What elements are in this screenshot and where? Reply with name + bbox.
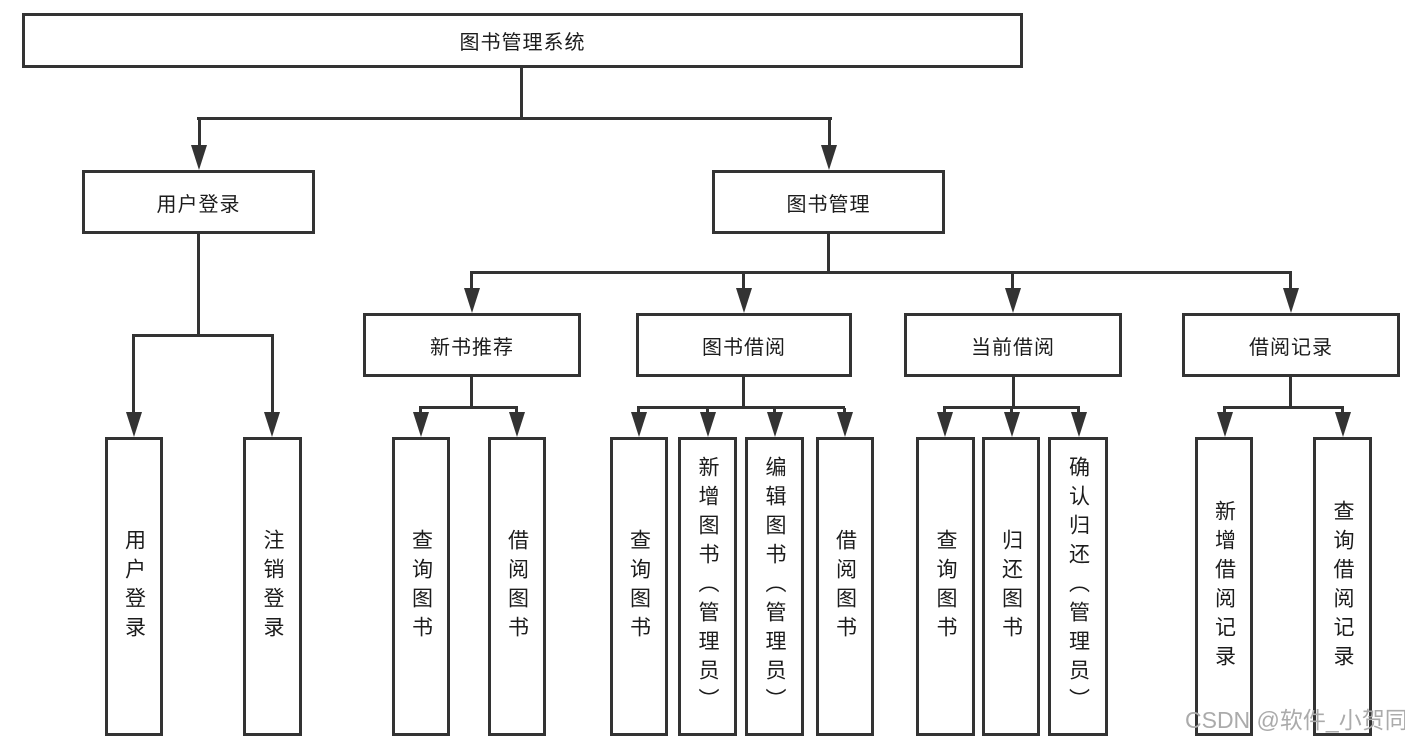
leaf-add-borrow-record-label: 新增借阅记录 <box>1212 499 1236 674</box>
leaf-confirm-return-admin-label: 确认归还（管理员） <box>1066 456 1090 717</box>
leaf-user-login: 用户登录 <box>105 437 163 736</box>
leaf-add-books-admin-label: 新增图书（管理员） <box>696 456 719 717</box>
arrow-down-icon <box>1005 288 1021 313</box>
arrow-down-icon <box>631 412 647 437</box>
connector-arrow-stem <box>470 273 473 290</box>
leaf-query-books-2-label: 查询图书 <box>627 528 651 645</box>
node-book-management-label: 图书管理 <box>786 193 871 216</box>
connector-level2-rail <box>470 271 1292 274</box>
arrow-down-icon <box>767 412 783 437</box>
leaf-query-books-3-label: 查询图书 <box>934 528 957 645</box>
node-book-management: 图书管理 <box>712 170 945 234</box>
leaf-query-books-1: 查询图书 <box>392 437 450 736</box>
connector-arrow-stem <box>1289 273 1292 290</box>
arrow-down-icon <box>837 412 853 437</box>
connector-stem <box>470 377 473 408</box>
connector-root-stem <box>520 68 523 119</box>
arrow-down-icon <box>1335 412 1351 437</box>
arrow-down-icon <box>264 412 280 437</box>
leaf-query-borrow-record-label: 查询借阅记录 <box>1331 499 1354 674</box>
connector-arrow-stem <box>271 336 274 414</box>
connector-arrow-stem <box>1011 273 1014 290</box>
connector-user-login-rail <box>132 334 274 337</box>
leaf-edit-books-admin: 编辑图书（管理员） <box>745 437 804 736</box>
leaf-add-books-admin: 新增图书（管理员） <box>678 437 737 736</box>
leaf-edit-books-admin-label: 编辑图书（管理员） <box>763 456 786 717</box>
arrow-down-icon <box>1283 288 1299 313</box>
node-root: 图书管理系统 <box>22 13 1023 68</box>
arrow-down-icon <box>1217 412 1233 437</box>
leaf-query-books-3: 查询图书 <box>916 437 975 736</box>
watermark-text: CSDN @软件_小贺同学 <box>1185 707 1405 733</box>
connector-stem <box>742 377 745 408</box>
connector-user-login-stem <box>197 234 200 336</box>
leaf-return-books-label: 归还图书 <box>999 528 1023 645</box>
leaf-confirm-return-admin: 确认归还（管理员） <box>1048 437 1108 736</box>
connector-rail <box>1223 406 1344 409</box>
leaf-logout-label: 注销登录 <box>261 528 284 645</box>
connector-rail <box>943 406 1080 409</box>
node-root-label: 图书管理系统 <box>459 32 586 54</box>
node-borrow-record-label: 借阅记录 <box>1249 336 1333 359</box>
connector-level1-rail <box>197 117 832 120</box>
connector-rail <box>419 406 518 409</box>
connector-stem <box>1289 377 1292 408</box>
arrow-down-icon <box>191 145 207 170</box>
node-user-login-label: 用户登录 <box>156 193 241 216</box>
leaf-borrow-books-2: 借阅图书 <box>816 437 874 736</box>
arrow-down-icon <box>509 412 525 437</box>
node-book-borrow: 图书借阅 <box>636 313 852 377</box>
leaf-logout: 注销登录 <box>243 437 302 736</box>
leaf-query-books-1-label: 查询图书 <box>409 528 433 645</box>
node-user-login: 用户登录 <box>82 170 315 234</box>
arrow-down-icon <box>413 412 429 437</box>
arrow-down-icon <box>464 288 480 313</box>
node-book-borrow-label: 图书借阅 <box>702 336 786 359</box>
leaf-borrow-books-1-label: 借阅图书 <box>505 528 529 645</box>
leaf-query-borrow-record: 查询借阅记录 <box>1313 437 1372 736</box>
leaf-user-login-label: 用户登录 <box>122 528 146 645</box>
node-new-book-recommend-label: 新书推荐 <box>430 336 514 359</box>
connector-book-mgmt-stem <box>827 234 830 273</box>
node-current-borrow: 当前借阅 <box>904 313 1122 377</box>
connector-rail <box>637 406 845 409</box>
leaf-add-borrow-record: 新增借阅记录 <box>1195 437 1253 736</box>
connector-stem <box>1012 377 1015 408</box>
leaf-borrow-books-2-label: 借阅图书 <box>833 528 857 645</box>
connector-arrow-stem <box>198 118 201 147</box>
leaf-borrow-books-1: 借阅图书 <box>488 437 546 736</box>
arrow-down-icon <box>821 145 837 170</box>
leaf-return-books: 归还图书 <box>982 437 1040 736</box>
node-borrow-record: 借阅记录 <box>1182 313 1400 377</box>
arrow-down-icon <box>700 412 716 437</box>
connector-arrow-stem <box>742 273 745 290</box>
arrow-down-icon <box>126 412 142 437</box>
arrow-down-icon <box>736 288 752 313</box>
arrow-down-icon <box>1071 412 1087 437</box>
node-new-book-recommend: 新书推荐 <box>363 313 581 377</box>
leaf-query-books-2: 查询图书 <box>610 437 668 736</box>
connector-arrow-stem <box>828 118 831 147</box>
arrow-down-icon <box>1004 412 1020 437</box>
node-current-borrow-label: 当前借阅 <box>971 336 1055 359</box>
connector-arrow-stem <box>132 336 135 414</box>
arrow-down-icon <box>937 412 953 437</box>
